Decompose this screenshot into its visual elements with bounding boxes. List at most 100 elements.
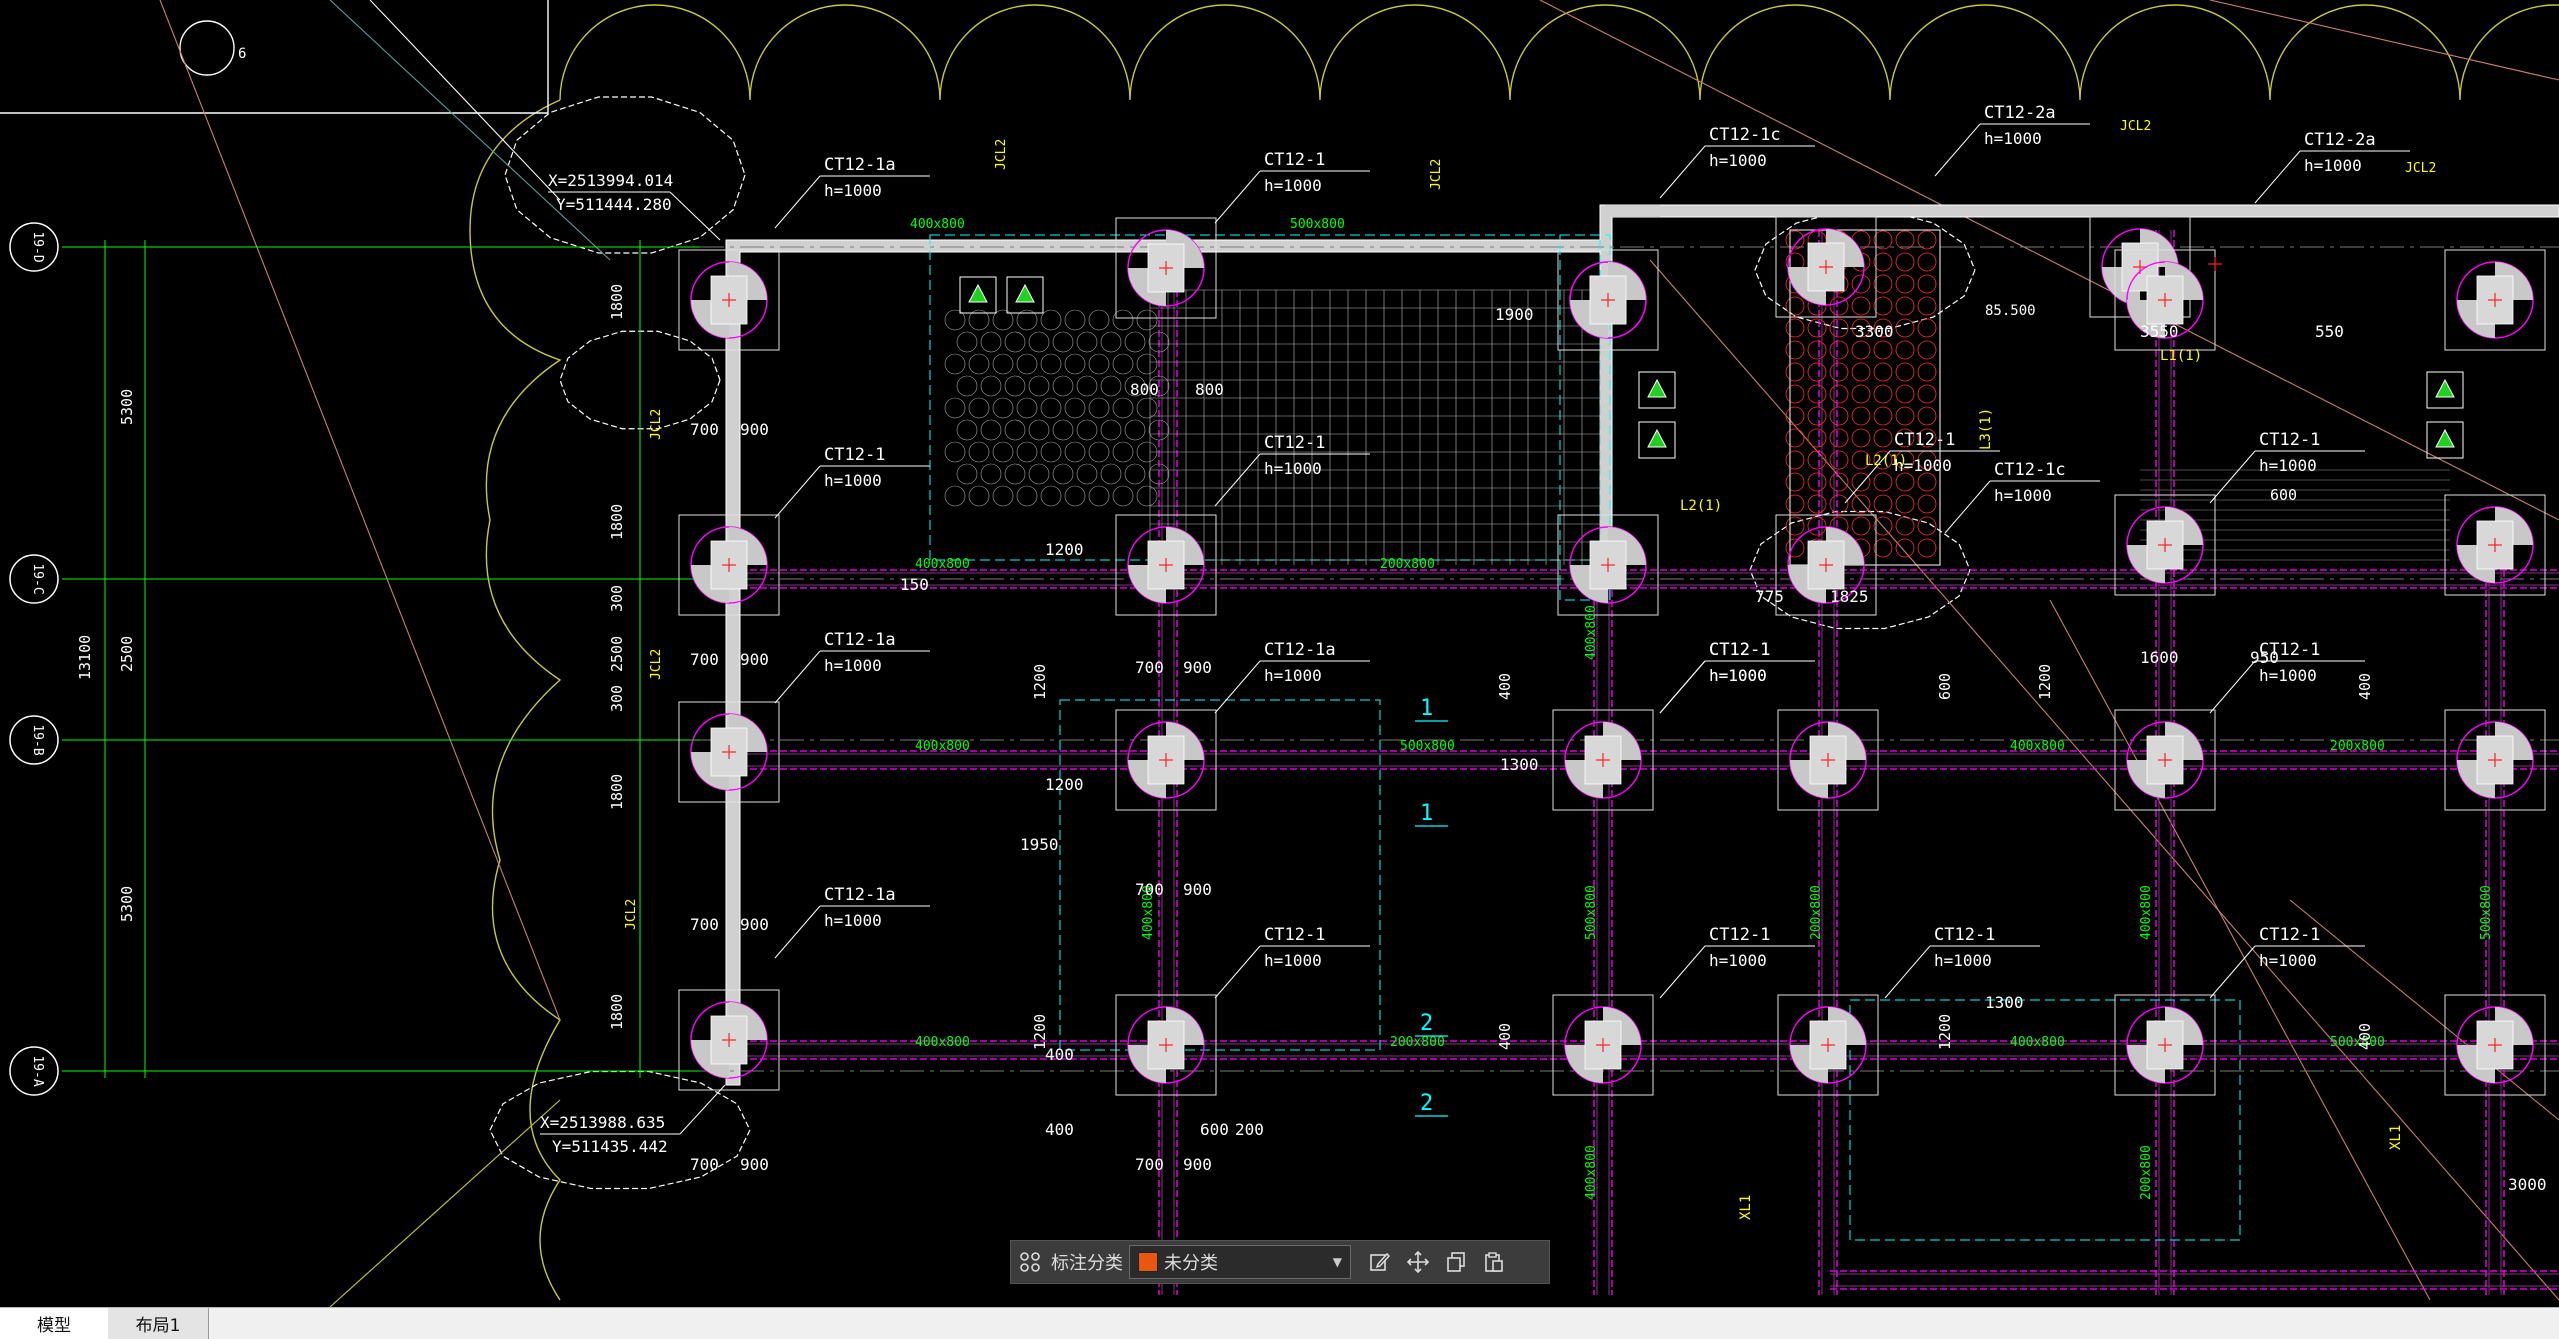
beam-size-label: 500x800 bbox=[1584, 885, 1599, 940]
move-icon[interactable] bbox=[1399, 1240, 1437, 1284]
annotation-category-dropdown[interactable]: 未分类 ▼ bbox=[1129, 1245, 1351, 1279]
pile-cap-label: CT12-1h=1000 bbox=[2209, 640, 2365, 714]
pile-cap-name: CT12-1c bbox=[1709, 125, 1781, 145]
dimension-text: 700 bbox=[1135, 658, 1164, 677]
annotation-toolbar: 标注分类 未分类 ▼ bbox=[1010, 1240, 1550, 1284]
revision-cloud bbox=[504, 96, 746, 254]
foundation-beam bbox=[2155, 560, 2175, 1295]
tab-layout1[interactable]: 布局1 bbox=[108, 1308, 209, 1339]
revision-cloud bbox=[1754, 210, 1976, 330]
dimension-text: 1300 bbox=[1985, 993, 2024, 1012]
beam-size-label: 400x800 bbox=[910, 217, 965, 232]
pile-cap-name: CT12-1a bbox=[824, 630, 896, 650]
pile-cap bbox=[2114, 494, 2216, 596]
pile-cap-name: CT12-1 bbox=[1264, 433, 1325, 453]
dimension-text: 2500 bbox=[118, 636, 136, 672]
dimension-text: 700 bbox=[1135, 880, 1164, 899]
grid-axis-bubble: 19-D bbox=[9, 222, 59, 272]
section-mark: 1 bbox=[1420, 696, 1433, 721]
pile-cap-name: CT12-1 bbox=[1894, 430, 1955, 450]
section-mark: 2 bbox=[1420, 1091, 1433, 1116]
beam-size-label: 500x800 bbox=[1290, 217, 1345, 232]
pile-cap bbox=[1115, 217, 1217, 319]
annotation-category-label: 标注分类 bbox=[1051, 1253, 1123, 1274]
pile-cap-height: h=1000 bbox=[1709, 151, 1767, 170]
pile-cap-label: CT12-1h=1000 bbox=[1844, 430, 2000, 504]
pile-cap-height: h=1000 bbox=[1994, 486, 2052, 505]
dimension-text: 700 bbox=[690, 915, 719, 934]
revision-cloud bbox=[489, 1070, 751, 1190]
pile-cap-height: h=1000 bbox=[2259, 666, 2317, 685]
axis-label: 19-C bbox=[30, 563, 45, 594]
pile-cap-name: CT12-1 bbox=[824, 445, 885, 465]
axis-label: 19-D bbox=[30, 231, 45, 262]
site-boundary-left bbox=[469, 99, 562, 1301]
axis-circle bbox=[9, 222, 59, 272]
dimension-text: 900 bbox=[740, 420, 769, 439]
edit-icon[interactable] bbox=[1361, 1240, 1399, 1284]
pile-cap-height: h=1000 bbox=[2259, 456, 2317, 475]
site-boundary-arc bbox=[559, 4, 2559, 101]
foundation-plan-drawing[interactable]: 6 19-D19-C19-B19-A 530025005300131001800… bbox=[0, 0, 2559, 1307]
pile-cap-height: h=1000 bbox=[1709, 666, 1767, 685]
pile-cap bbox=[1777, 994, 1879, 1096]
note-label: JCL2 bbox=[2120, 119, 2151, 134]
pile-cap-label: CT12-1h=1000 bbox=[774, 445, 930, 519]
dimension-text: 3550 bbox=[2140, 322, 2179, 341]
retaining-wall bbox=[1599, 204, 2559, 561]
pile-cap bbox=[2114, 709, 2216, 811]
pile-cap bbox=[1557, 249, 1659, 351]
beam-size-label: 400x800 bbox=[1584, 1145, 1599, 1200]
beam-size-label: 400x800 bbox=[2010, 1035, 2065, 1050]
grid-axis-bubble: 19-A bbox=[9, 1046, 59, 1096]
annotation-group-icon[interactable] bbox=[1011, 1240, 1049, 1284]
pile-cap-height: h=1000 bbox=[1934, 951, 1992, 970]
pile-cap-height: h=1000 bbox=[1709, 666, 1767, 685]
dimension-text: 900 bbox=[740, 915, 769, 934]
coordinate-label: Y=511444.280 bbox=[556, 195, 672, 214]
dimension-text: 1200 bbox=[1045, 540, 1084, 559]
pile-cap-height: h=1000 bbox=[2304, 156, 2362, 175]
note-label: JCL2 bbox=[649, 409, 664, 440]
pile-cap bbox=[1115, 514, 1217, 616]
pile-cap bbox=[1552, 709, 1654, 811]
slab-hatch-hexagon bbox=[944, 309, 1170, 507]
pile-cap-label: CT12-1ah=1000 bbox=[1214, 640, 1370, 714]
note-label: JCL2 bbox=[624, 899, 639, 930]
layout-tab-bar: 模型 布局1 bbox=[0, 1307, 2559, 1339]
dimension-text: 1600 bbox=[2140, 648, 2179, 667]
pile-cap bbox=[1775, 514, 1877, 616]
pile-cap-height: h=1000 bbox=[1709, 951, 1767, 970]
dimension-text: 400 bbox=[1496, 1023, 1514, 1050]
pile-cap-name: CT12-1 bbox=[2259, 430, 2320, 450]
pile-cap-label: CT12-1h=1000 bbox=[1214, 925, 1370, 999]
beam-size-label: 400x800 bbox=[2010, 739, 2065, 754]
pile-cap-height: h=1000 bbox=[1264, 176, 1322, 195]
pile-cap bbox=[2114, 994, 2216, 1096]
tab-model[interactable]: 模型 bbox=[0, 1308, 109, 1339]
pile-cap-label: CT12-1h=1000 bbox=[1659, 925, 1815, 999]
pile-cap-label: CT12-1ch=1000 bbox=[1944, 460, 2100, 534]
dimension-text: 1200 bbox=[1031, 664, 1049, 700]
reference-line bbox=[1539, 0, 2559, 521]
pile-cap-name: CT12-1a bbox=[824, 155, 896, 175]
beam-size-label: 400x800 bbox=[1584, 605, 1599, 660]
beam-size-label: 500x800 bbox=[2330, 1035, 2385, 1050]
triangle-symbol bbox=[1638, 371, 1676, 409]
category-color-swatch bbox=[1138, 1252, 1158, 1272]
dimension-text: 775 bbox=[1755, 587, 1784, 606]
slab-hatch-grid bbox=[1149, 289, 1601, 565]
grid-axis-bubble: 19-B bbox=[9, 715, 59, 765]
pile-cap bbox=[2444, 994, 2546, 1096]
copy-icon[interactable] bbox=[1437, 1240, 1475, 1284]
paste-icon[interactable] bbox=[1475, 1240, 1513, 1284]
pile-cap-label: CT12-1h=1000 bbox=[1659, 640, 1815, 714]
dimension-text: 1825 bbox=[1830, 587, 1869, 606]
triangle-symbol bbox=[2426, 421, 2464, 459]
chevron-down-icon: ▼ bbox=[1332, 1255, 1342, 1269]
triangle-symbol bbox=[2426, 371, 2464, 409]
foundation-beam bbox=[1830, 1270, 2559, 1290]
pile-cap-label: CT12-1 h=1000 bbox=[2209, 430, 2365, 504]
axis-label: 19-A bbox=[30, 1055, 45, 1086]
